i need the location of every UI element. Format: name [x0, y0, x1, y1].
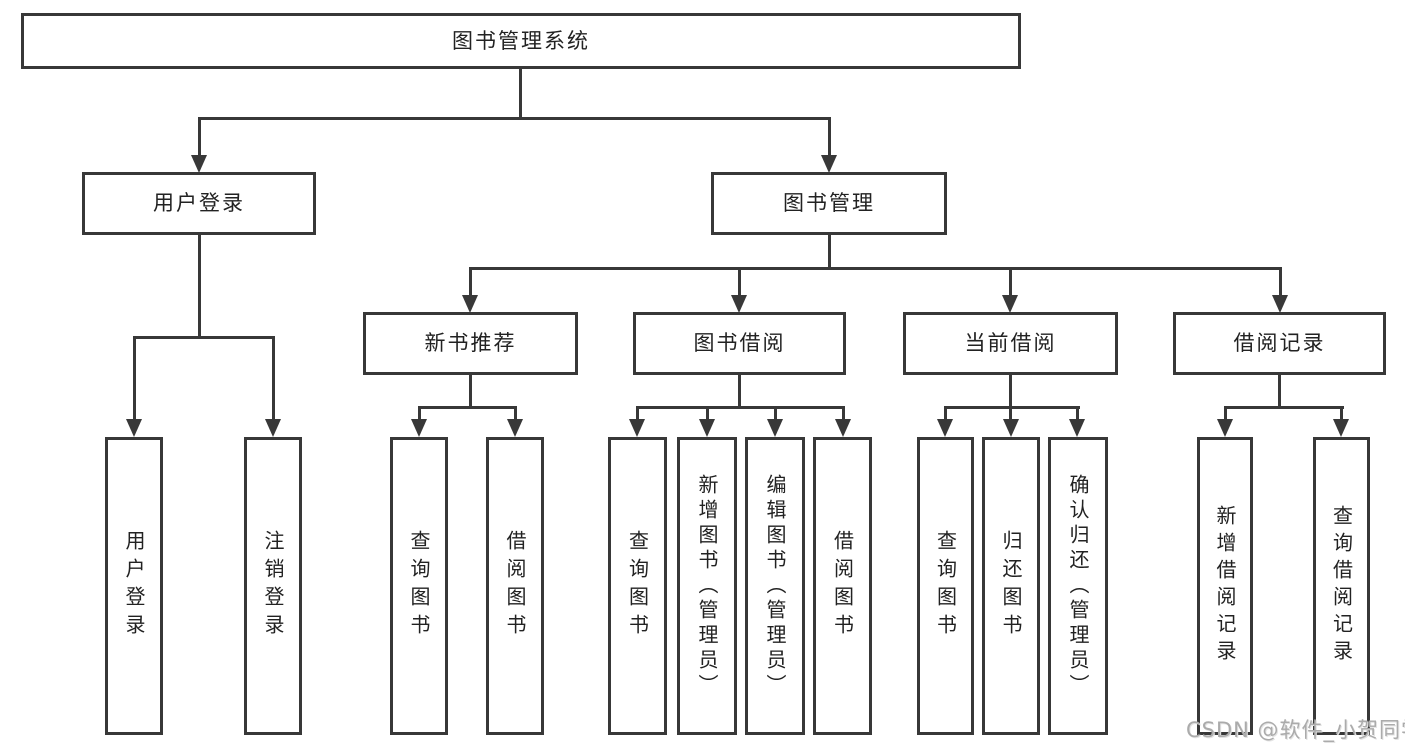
connector-stub [198, 117, 201, 157]
arrowhead-down-icon [731, 295, 747, 313]
connector-bus [944, 406, 1080, 409]
arrowhead-down-icon [1002, 295, 1018, 313]
connector-stub [272, 336, 275, 421]
arrowhead-down-icon [411, 419, 427, 437]
arrowhead-down-icon [265, 419, 281, 437]
connector-bus [418, 406, 517, 409]
node-book-management: 图书管理 [711, 172, 947, 235]
connector-stub [842, 406, 845, 421]
connector-stub [1224, 406, 1227, 421]
arrowhead-down-icon [835, 419, 851, 437]
connector-stub [738, 267, 741, 299]
node-book-borrow: 图书借阅 [633, 312, 846, 375]
connector-root-stem [519, 68, 522, 118]
node-query-borrow-record: 查询借阅记录 [1313, 437, 1370, 735]
arrowhead-down-icon [699, 419, 715, 437]
node-add-books-admin: 新增图书（管理员） [677, 437, 737, 735]
connector-user-login-stem [198, 235, 201, 337]
node-new-book-recommend: 新书推荐 [363, 312, 578, 375]
node-borrow-books-borrow: 借阅图书 [813, 437, 872, 735]
node-add-borrow-record: 新增借阅记录 [1197, 437, 1253, 735]
connector-stub [706, 406, 709, 421]
arrowhead-down-icon [191, 155, 207, 173]
arrowhead-down-icon [126, 419, 142, 437]
connector-level2-bus [198, 117, 831, 120]
arrowhead-down-icon [937, 419, 953, 437]
connector-stub [1340, 406, 1343, 421]
connector-stub [1009, 267, 1012, 299]
node-borrow-books-recommend: 借阅图书 [486, 437, 544, 735]
connector-stub [1009, 406, 1012, 421]
node-user-login: 用户登录 [82, 172, 316, 235]
node-user-login-leaf: 用户登录 [105, 437, 163, 735]
connector-stub [1076, 406, 1079, 421]
connector-bus [1224, 406, 1344, 409]
arrowhead-down-icon [1069, 419, 1085, 437]
connector-stub [469, 267, 472, 299]
arrowhead-down-icon [1217, 419, 1233, 437]
connector-stub [636, 406, 639, 421]
node-borrow-records: 借阅记录 [1173, 312, 1386, 375]
csdn-watermark: CSDN @软件_小贺同学 [1186, 718, 1405, 742]
node-confirm-return-admin: 确认归还（管理员） [1048, 437, 1108, 735]
connector-stub [828, 117, 831, 157]
arrowhead-down-icon [507, 419, 523, 437]
arrowhead-down-icon [767, 419, 783, 437]
connector-stem [738, 375, 741, 407]
connector-stem [469, 375, 472, 407]
arrowhead-down-icon [1333, 419, 1349, 437]
connector-bus [636, 406, 845, 409]
connector-stem [1009, 375, 1012, 407]
connector-stub [514, 406, 517, 421]
node-current-borrow: 当前借阅 [903, 312, 1118, 375]
arrowhead-down-icon [1272, 295, 1288, 313]
node-edit-books-admin: 编辑图书（管理员） [745, 437, 805, 735]
arrowhead-down-icon [462, 295, 478, 313]
node-query-books-current: 查询图书 [917, 437, 974, 735]
node-query-books-borrow: 查询图书 [608, 437, 667, 735]
connector-stub [774, 406, 777, 421]
arrowhead-down-icon [821, 155, 837, 173]
node-return-books: 归还图书 [982, 437, 1040, 735]
arrowhead-down-icon [1003, 419, 1019, 437]
node-logout-login: 注销登录 [244, 437, 302, 735]
connector-stub [1279, 267, 1282, 299]
connector-book-mgmt-stem [828, 235, 831, 268]
connector-stub [418, 406, 421, 421]
connector-stem [1278, 375, 1281, 407]
connector-user-login-bus [133, 336, 275, 339]
connector-level3-bus [469, 267, 1282, 270]
connector-stub [133, 336, 136, 421]
connector-stub [944, 406, 947, 421]
node-query-books-recommend: 查询图书 [390, 437, 448, 735]
node-library-management-system: 图书管理系统 [21, 13, 1021, 69]
arrowhead-down-icon [629, 419, 645, 437]
